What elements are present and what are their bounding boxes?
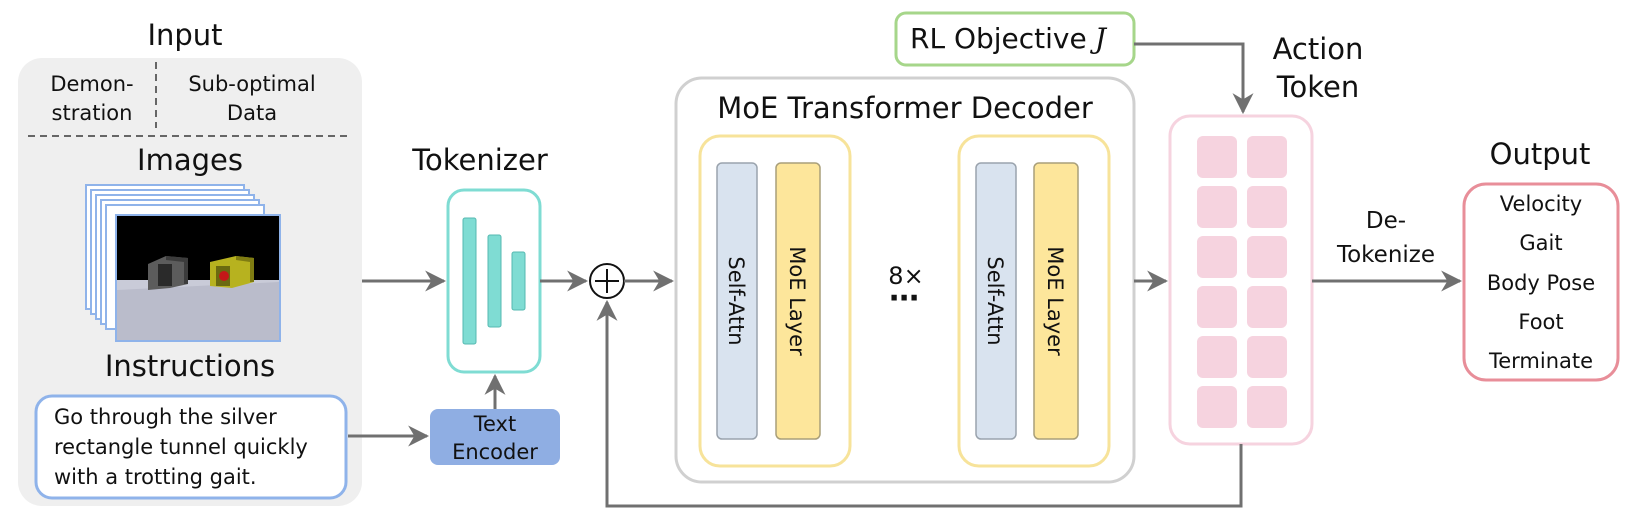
self-attn-label: Self-Attn [724, 256, 748, 345]
instruction-text-line3: with a trotting gait. [54, 465, 257, 489]
action-token-grid [1197, 136, 1287, 428]
action-token-cell [1197, 186, 1237, 228]
images-label: Images [137, 143, 243, 177]
output-item-velocity: Velocity [1500, 192, 1582, 216]
instruction-text-line1: Go through the silver [54, 405, 277, 429]
input-title: Input [147, 18, 222, 52]
output-item-foot: Foot [1518, 310, 1563, 334]
demonstration-label-line2: stration [52, 101, 133, 125]
output-item-body-pose: Body Pose [1487, 271, 1595, 295]
action-token-title-line2: Token [1276, 70, 1360, 104]
self-attn-layer [975, 162, 1017, 440]
ellipsis-icon: ⋯ [889, 281, 919, 316]
demonstration-label-line1: Demon- [50, 72, 133, 96]
feedback-loop-arrow [596, 299, 1243, 508]
action-token-cell [1247, 386, 1287, 428]
output-title: Output [1490, 137, 1591, 171]
rl-to-action-arrow [1134, 42, 1254, 115]
text-encoder-label-line1: Text [473, 412, 516, 436]
text-encoder-label-line2: Encoder [452, 440, 538, 464]
instructions-label: Instructions [105, 349, 275, 383]
image-stack [85, 184, 281, 342]
decoder-title: MoE Transformer Decoder [717, 91, 1093, 125]
action-token-cell [1197, 336, 1237, 378]
self-attn-layer [716, 162, 758, 440]
action-token-cell [1197, 386, 1237, 428]
text-encoder-block [430, 409, 560, 465]
moe-layer-label: MoE Layer [1043, 246, 1067, 356]
detokenize-label-line2: Tokenize [1336, 242, 1435, 268]
repeat-count: 8× [888, 262, 923, 290]
action-token-cell [1197, 286, 1237, 328]
action-token-title-line1: Action [1273, 32, 1364, 66]
action-token-cell [1197, 236, 1237, 278]
tokenizer-bar [462, 217, 477, 345]
suboptimal-label-line2: Data [227, 101, 277, 125]
moe-layer-label: MoE Layer [785, 246, 809, 356]
output-item-terminate: Terminate [1488, 349, 1593, 373]
instruction-box [34, 394, 348, 500]
action-token-cell [1247, 286, 1287, 328]
action-token-cell [1247, 186, 1287, 228]
instruction-text-line2: rectangle tunnel quickly [54, 435, 308, 459]
self-attn-label: Self-Attn [983, 256, 1007, 345]
output-box [1462, 182, 1620, 382]
sum-operator-icon [589, 263, 625, 299]
moe-layer [1033, 162, 1079, 440]
action-token-cell [1247, 336, 1287, 378]
action-token-cell [1197, 136, 1237, 178]
action-token-cell [1247, 136, 1287, 178]
moe-layer [775, 162, 821, 440]
tokenizer-bar [511, 251, 526, 311]
rl-objective-box [894, 11, 1136, 67]
output-item-gait: Gait [1519, 231, 1562, 255]
action-token-block [1168, 114, 1314, 446]
tokenizer-bar [487, 234, 502, 328]
suboptimal-label-line1: Sub-optimal [188, 72, 315, 96]
tokenizer-title: Tokenizer [411, 143, 548, 177]
detokenize-label-line1: De- [1366, 208, 1406, 234]
simulation-image [115, 214, 281, 342]
action-token-cell [1247, 236, 1287, 278]
